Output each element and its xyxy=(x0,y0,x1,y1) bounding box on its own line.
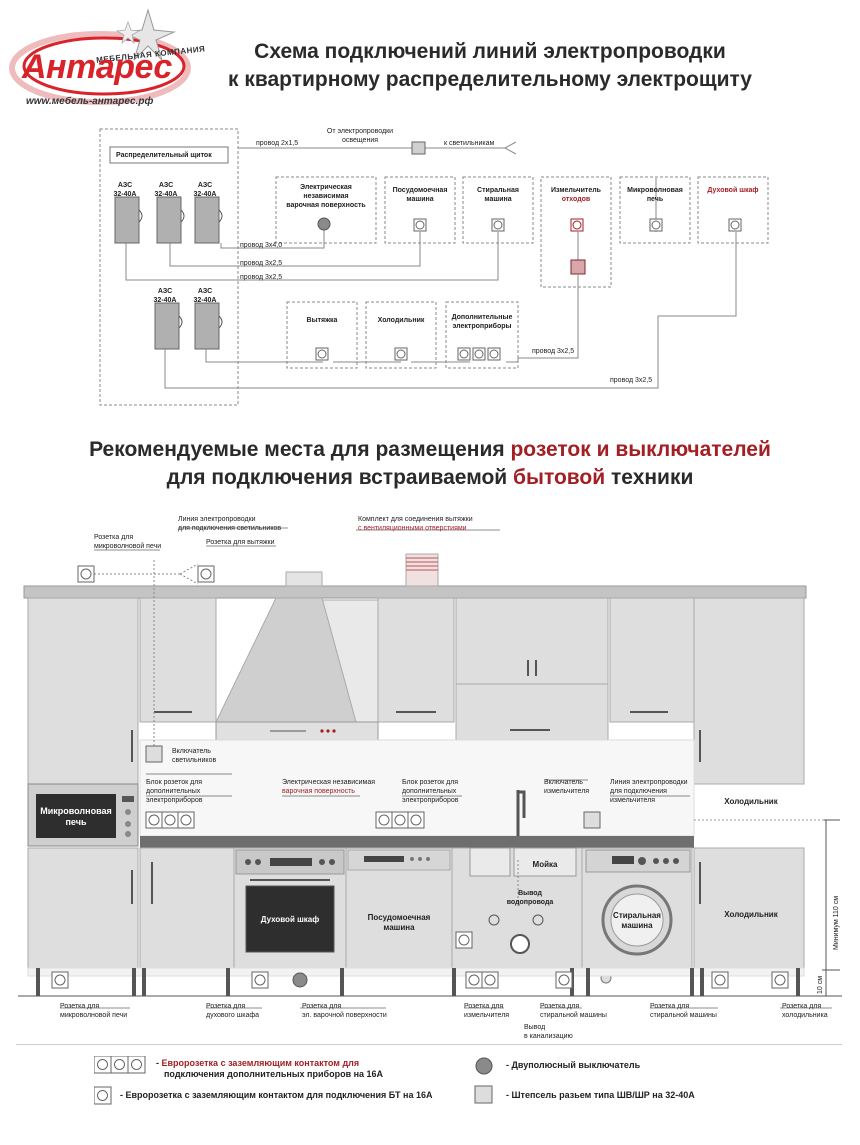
scheme-fridge-label: Холодильник xyxy=(377,317,425,324)
logo-url: www.мебель-антарес.рф xyxy=(26,96,154,107)
scheme-sockets xyxy=(315,218,742,361)
to-lamps-label: к светильникам xyxy=(444,140,495,147)
wire-label-3x25-c: провод 3х2,5 xyxy=(532,348,575,355)
scheme-hood-label: Вытяжка xyxy=(306,317,338,324)
scheme-title-line-2: к квартирному распределительному электро… xyxy=(228,68,752,91)
fridge-top-label: Холодильник xyxy=(724,797,778,806)
placement-title-line-1: Рекомендуемые места для размещения розет… xyxy=(89,438,771,461)
legend-euro-block-text: - Евророзетка с заземляющим контактом дл… xyxy=(156,1058,384,1079)
legend-euro-single-text: - Евророзетка с заземляющим контактом дл… xyxy=(120,1090,433,1100)
sink-label: Мойка xyxy=(532,860,558,869)
fridge-bottom-label: Холодильник xyxy=(724,910,778,919)
legend-plug-icon xyxy=(474,1085,493,1104)
ten-cm-label: 10 см xyxy=(817,975,824,994)
panel-label: Распределительный щиток xyxy=(116,152,212,159)
wire-label-3x40: провод 3х4,0 xyxy=(240,242,283,249)
placement-title: Рекомендуемые места для размещения розет… xyxy=(40,436,820,492)
wiring-scheme-diagram xyxy=(99,128,769,406)
wire-label-3x25-d: провод 3х2,5 xyxy=(610,377,653,384)
panel-outline xyxy=(99,128,239,406)
legend-divider xyxy=(16,1044,842,1045)
scheme-oven-label: Духовой шкаф xyxy=(707,187,759,194)
logo-swoosh-graphic xyxy=(9,8,191,105)
scheme-title: Схема подключений линий электропроводки … xyxy=(170,38,810,94)
legend-euro-block-icon xyxy=(94,1056,146,1105)
logo-wordmark: Антарес xyxy=(22,48,172,86)
wire-label-2x15: провод 2х1,5 xyxy=(256,140,299,147)
wire-label-3x25-a: провод 3х2,5 xyxy=(240,260,283,267)
placement-title-line-2: для подключения встраиваемой бытовой тех… xyxy=(166,466,694,489)
scheme-title-line-1: Схема подключений линий электропроводки xyxy=(254,40,726,63)
hood-socket-label: Розетка для вытяжки xyxy=(206,539,275,546)
oven-label: Духовой шкаф xyxy=(260,915,320,924)
company-logo xyxy=(8,8,208,113)
legend-switch-text: - Двуполюсный выключатель xyxy=(506,1060,641,1070)
panel-label-box xyxy=(109,146,229,164)
kitchen-illustration xyxy=(18,527,842,1009)
legend-switch-icon xyxy=(475,1057,493,1075)
min-height-label: Минимум 110 см xyxy=(833,895,840,950)
legend-plug-text: - Штепсель разьем типа ШВ/ШР на 32-40А xyxy=(506,1090,695,1100)
kitchen-sockets xyxy=(51,565,789,989)
wire-label-3x25-b: провод 3х2,5 xyxy=(240,274,283,281)
